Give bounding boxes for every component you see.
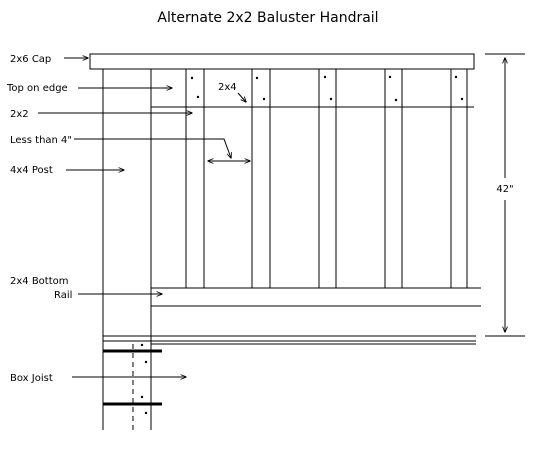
baluster (318, 69, 337, 288)
cap-board (89, 53, 475, 70)
diagram-title: Alternate 2x2 Baluster Handrail (157, 10, 378, 26)
top-rail-size-label: 2x4 (218, 82, 237, 93)
post-label: 4x4 Post (10, 165, 53, 176)
baluster (185, 69, 205, 288)
bottom-rail (151, 287, 481, 307)
cap-label: 2x6 Cap (10, 54, 51, 65)
box-joist-label: Box Joist (10, 373, 53, 384)
baluster-size-label: 2x2 (10, 109, 29, 120)
bottom-rail-label-line2: Rail (54, 290, 72, 301)
height-dimension: 42" (485, 53, 525, 337)
bottom-rail-label-line1: 2x4 Bottom (10, 276, 69, 287)
height-label: 42" (496, 184, 513, 195)
baluster (384, 69, 403, 288)
baluster (251, 69, 271, 288)
leader-arrows (38, 58, 246, 377)
balusters (185, 69, 468, 288)
post (102, 69, 152, 430)
spacing-label: Less than 4" (10, 135, 72, 146)
deck-joist (103, 335, 476, 430)
top-on-edge-label: Top on edge (6, 83, 68, 94)
baluster (450, 69, 468, 288)
